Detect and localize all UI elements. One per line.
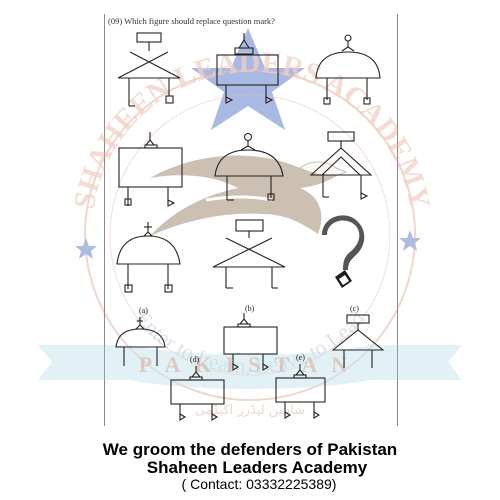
option-a-label: (a) bbox=[139, 306, 148, 315]
option-b-figure[interactable] bbox=[223, 313, 278, 371]
watermark-ring-inner bbox=[109, 94, 391, 376]
figure-row2-1 bbox=[118, 132, 183, 207]
figure-row1-1 bbox=[117, 32, 181, 107]
figure-row1-3 bbox=[315, 34, 381, 105]
watermark-eagle-icon bbox=[150, 155, 348, 236]
option-e-label: (e) bbox=[296, 353, 305, 362]
question-mark-icon bbox=[322, 215, 365, 288]
watermark: SHAHEEN LEADERS ACADEMY Enter to Learn, … bbox=[38, 28, 462, 418]
option-c-label: (c) bbox=[350, 304, 359, 313]
figure-row2-3 bbox=[309, 131, 373, 200]
figure-row3-1 bbox=[116, 222, 181, 293]
figure-row3-2 bbox=[212, 219, 286, 289]
option-b-label: (b) bbox=[245, 304, 255, 313]
question-figures: (a) (b) (c) (d) (e) bbox=[115, 32, 385, 421]
watermark-right-star-icon bbox=[399, 230, 421, 251]
watermark-ring bbox=[84, 69, 416, 401]
footer-contact: ( Contact: 03332225389) bbox=[181, 476, 337, 492]
footer-tagline: We groom the defenders of Pakistan bbox=[102, 440, 398, 459]
watermark-urdu: شاہین لیڈرز اکیڈمی bbox=[195, 403, 305, 418]
watermark-country: PAKISTAN bbox=[139, 352, 361, 377]
option-a-figure[interactable] bbox=[115, 317, 166, 366]
watermark-left-star-icon bbox=[75, 238, 97, 259]
figure-row2-2 bbox=[214, 132, 284, 201]
watermark-band bbox=[38, 345, 462, 389]
figure-row1-2 bbox=[216, 33, 279, 104]
option-d-label: (d) bbox=[190, 355, 200, 364]
watermark-star-icon bbox=[191, 28, 305, 130]
option-e-figure[interactable] bbox=[275, 364, 326, 419]
option-d-figure[interactable] bbox=[170, 366, 225, 421]
question-text: (09) Which figure should replace questio… bbox=[108, 16, 275, 26]
option-c-figure[interactable] bbox=[331, 314, 385, 368]
footer-academy-name: Shaheen Leaders Academy bbox=[146, 458, 368, 477]
